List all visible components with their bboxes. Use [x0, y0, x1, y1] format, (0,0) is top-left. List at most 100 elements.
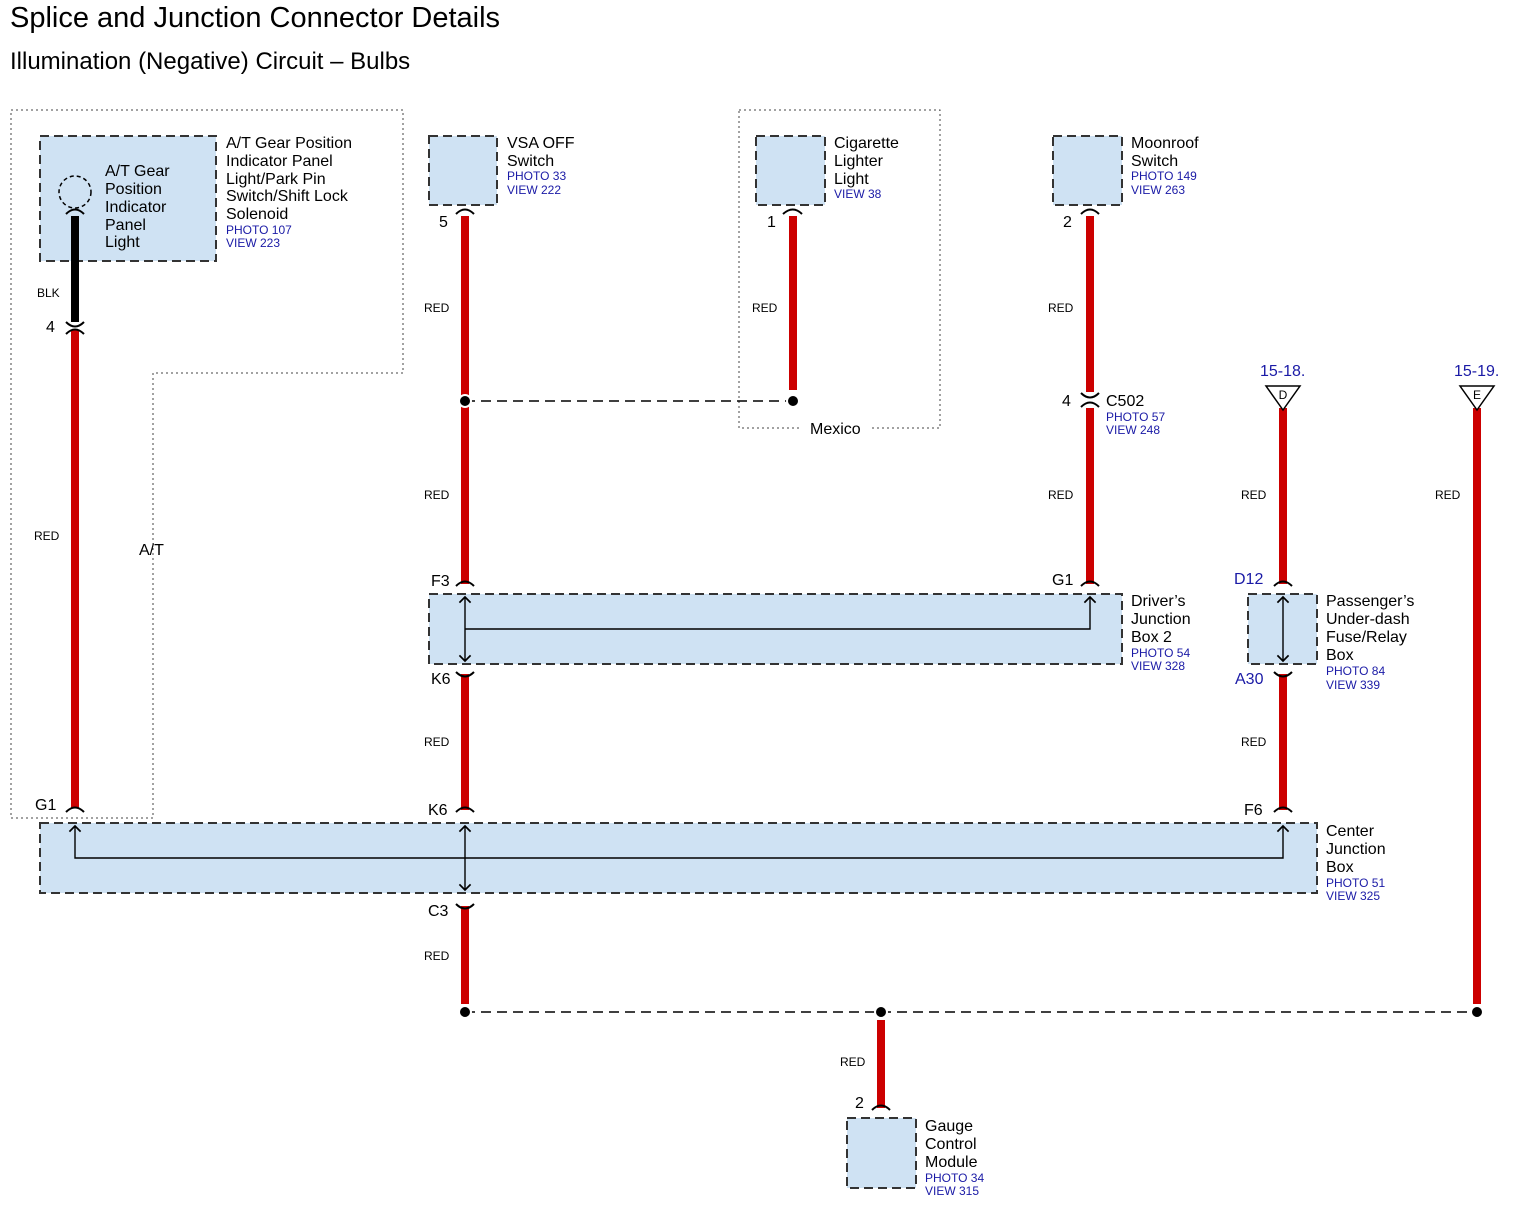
- cjb-photo-link[interactable]: PHOTO 51: [1326, 876, 1385, 890]
- pudb-pin-a30: A30: [1235, 671, 1264, 688]
- moonroof-name-2: Switch: [1131, 153, 1178, 170]
- at-gear-photo-link[interactable]: PHOTO 107: [226, 223, 292, 237]
- at-gear-box: [39, 135, 217, 262]
- cjb-internal: [68, 824, 1290, 892]
- at-gear-inner-4: Panel: [105, 217, 146, 234]
- cig-box: [755, 135, 826, 206]
- pudb-name-4: Box: [1326, 647, 1354, 664]
- vsa-name-1: VSA OFF: [507, 135, 575, 152]
- cjb-name-2: Junction: [1326, 841, 1386, 858]
- djb2-name-3: Box 2: [1131, 629, 1172, 646]
- at-gear-name-4: Switch/Shift Lock: [226, 188, 349, 205]
- cjb-name-3: Box: [1326, 859, 1354, 876]
- gauge-box: [846, 1117, 917, 1189]
- wire-label-blk: BLK: [37, 286, 60, 300]
- at-gear-pin: 4: [46, 319, 55, 336]
- gauge-pin: 2: [855, 1095, 864, 1112]
- cjb-name-1: Center: [1326, 823, 1375, 840]
- djb2-internal: [458, 595, 1097, 663]
- moonroof-photo-link[interactable]: PHOTO 149: [1131, 169, 1197, 183]
- cig-view-link[interactable]: VIEW 38: [834, 187, 882, 201]
- wire-label-red: RED: [1241, 488, 1267, 502]
- splice-point: [874, 1005, 888, 1019]
- wire-label-red: RED: [34, 529, 60, 543]
- wire-label-red: RED: [424, 301, 450, 315]
- page-subtitle: Illumination (Negative) Circuit – Bulbs: [10, 48, 411, 75]
- gauge-name-2: Control: [925, 1136, 977, 1153]
- vsa-photo-link[interactable]: PHOTO 33: [507, 169, 566, 183]
- wire-label-red: RED: [840, 1055, 866, 1069]
- at-region-label: A/T: [139, 542, 164, 559]
- cjb-view-link[interactable]: VIEW 325: [1326, 889, 1380, 903]
- wire-label-red: RED: [424, 488, 450, 502]
- page-title: Splice and Junction Connector Details: [10, 2, 501, 34]
- splice-lines: [465, 400, 1477, 1013]
- ref-e-triangle: [1458, 385, 1496, 412]
- moonroof-pin: 2: [1063, 214, 1072, 231]
- gauge-name-3: Module: [925, 1154, 978, 1171]
- cig-name-1: Cigarette: [834, 135, 899, 152]
- djb2-pin-g1: G1: [1052, 572, 1073, 589]
- djb2-name-2: Junction: [1131, 611, 1191, 628]
- djb2-pin-k6: K6: [431, 671, 451, 688]
- pudb-name-1: Passenger’s: [1326, 593, 1414, 610]
- moonroof-view-link[interactable]: VIEW 263: [1131, 183, 1185, 197]
- pudb-photo-link[interactable]: PHOTO 84: [1326, 664, 1385, 678]
- at-gear-view-link[interactable]: VIEW 223: [226, 236, 280, 250]
- c502-name: C502: [1106, 393, 1144, 410]
- at-gear-inner-3: Indicator: [105, 199, 167, 216]
- ref-e-letter: E: [1473, 388, 1481, 402]
- cjb-pin-c3: C3: [428, 903, 449, 920]
- c502-pin: 4: [1062, 393, 1071, 410]
- wire-label-red: RED: [1435, 488, 1461, 502]
- moonroof-name-1: Moonroof: [1131, 135, 1199, 152]
- cig-pin: 1: [767, 214, 776, 231]
- vsa-name-2: Switch: [507, 153, 554, 170]
- at-gear-inner-1: A/T Gear: [105, 163, 170, 180]
- wire-label-red: RED: [1048, 301, 1074, 315]
- mexico-region-outline: [738, 109, 941, 429]
- gauge-name-1: Gauge: [925, 1118, 973, 1135]
- c502-photo-link[interactable]: PHOTO 57: [1106, 410, 1165, 424]
- pudb-name-3: Fuse/Relay: [1326, 629, 1407, 646]
- cig-name-3: Light: [834, 171, 869, 188]
- gauge-view-link[interactable]: VIEW 315: [925, 1184, 979, 1198]
- cjb-pin-k6: K6: [428, 802, 448, 819]
- at-gear-inner-2: Position: [105, 181, 162, 198]
- wire-label-red: RED: [1241, 735, 1267, 749]
- vsa-view-link[interactable]: VIEW 222: [507, 183, 561, 197]
- ref-d-label[interactable]: 15-18.: [1260, 363, 1305, 380]
- at-gear-name-1: A/T Gear Position: [226, 135, 352, 152]
- pudb-view-link[interactable]: VIEW 339: [1326, 678, 1380, 692]
- wire-label-red: RED: [424, 735, 450, 749]
- mexico-region-label: Mexico: [810, 421, 861, 438]
- at-gear-name-3: Light/Park Pin: [226, 171, 326, 188]
- at-gear-inner-5: Light: [105, 234, 140, 251]
- ref-d-triangle: [1264, 385, 1302, 412]
- ref-e-label[interactable]: 15-19.: [1454, 363, 1499, 380]
- splice-point: [458, 394, 472, 408]
- gauge-photo-link[interactable]: PHOTO 34: [925, 1171, 984, 1185]
- moonroof-box: [1052, 135, 1123, 206]
- at-region-outline: [10, 109, 404, 819]
- ref-d-letter: D: [1279, 388, 1288, 402]
- wire-label-red: RED: [424, 949, 450, 963]
- at-gear-name-2: Indicator Panel: [226, 153, 333, 170]
- at-gear-name-5: Solenoid: [226, 206, 288, 223]
- djb2-view-link[interactable]: VIEW 328: [1131, 659, 1185, 673]
- djb2-photo-link[interactable]: PHOTO 54: [1131, 646, 1190, 660]
- c502-view-link[interactable]: VIEW 248: [1106, 423, 1160, 437]
- djb2-pin-f3: F3: [431, 573, 450, 590]
- splice-point: [458, 1005, 472, 1019]
- cig-name-2: Lighter: [834, 153, 884, 170]
- pudb-pin-d12: D12: [1234, 571, 1263, 588]
- splice-point: [786, 394, 800, 408]
- djb2-name-1: Driver’s: [1131, 593, 1186, 610]
- cjb-pin-f6: F6: [1244, 802, 1263, 819]
- wire-label-red: RED: [1048, 488, 1074, 502]
- vsa-box: [428, 135, 498, 206]
- cjb-pin-g1: G1: [35, 797, 56, 814]
- wire-label-red: RED: [752, 301, 778, 315]
- vsa-pin: 5: [439, 214, 448, 231]
